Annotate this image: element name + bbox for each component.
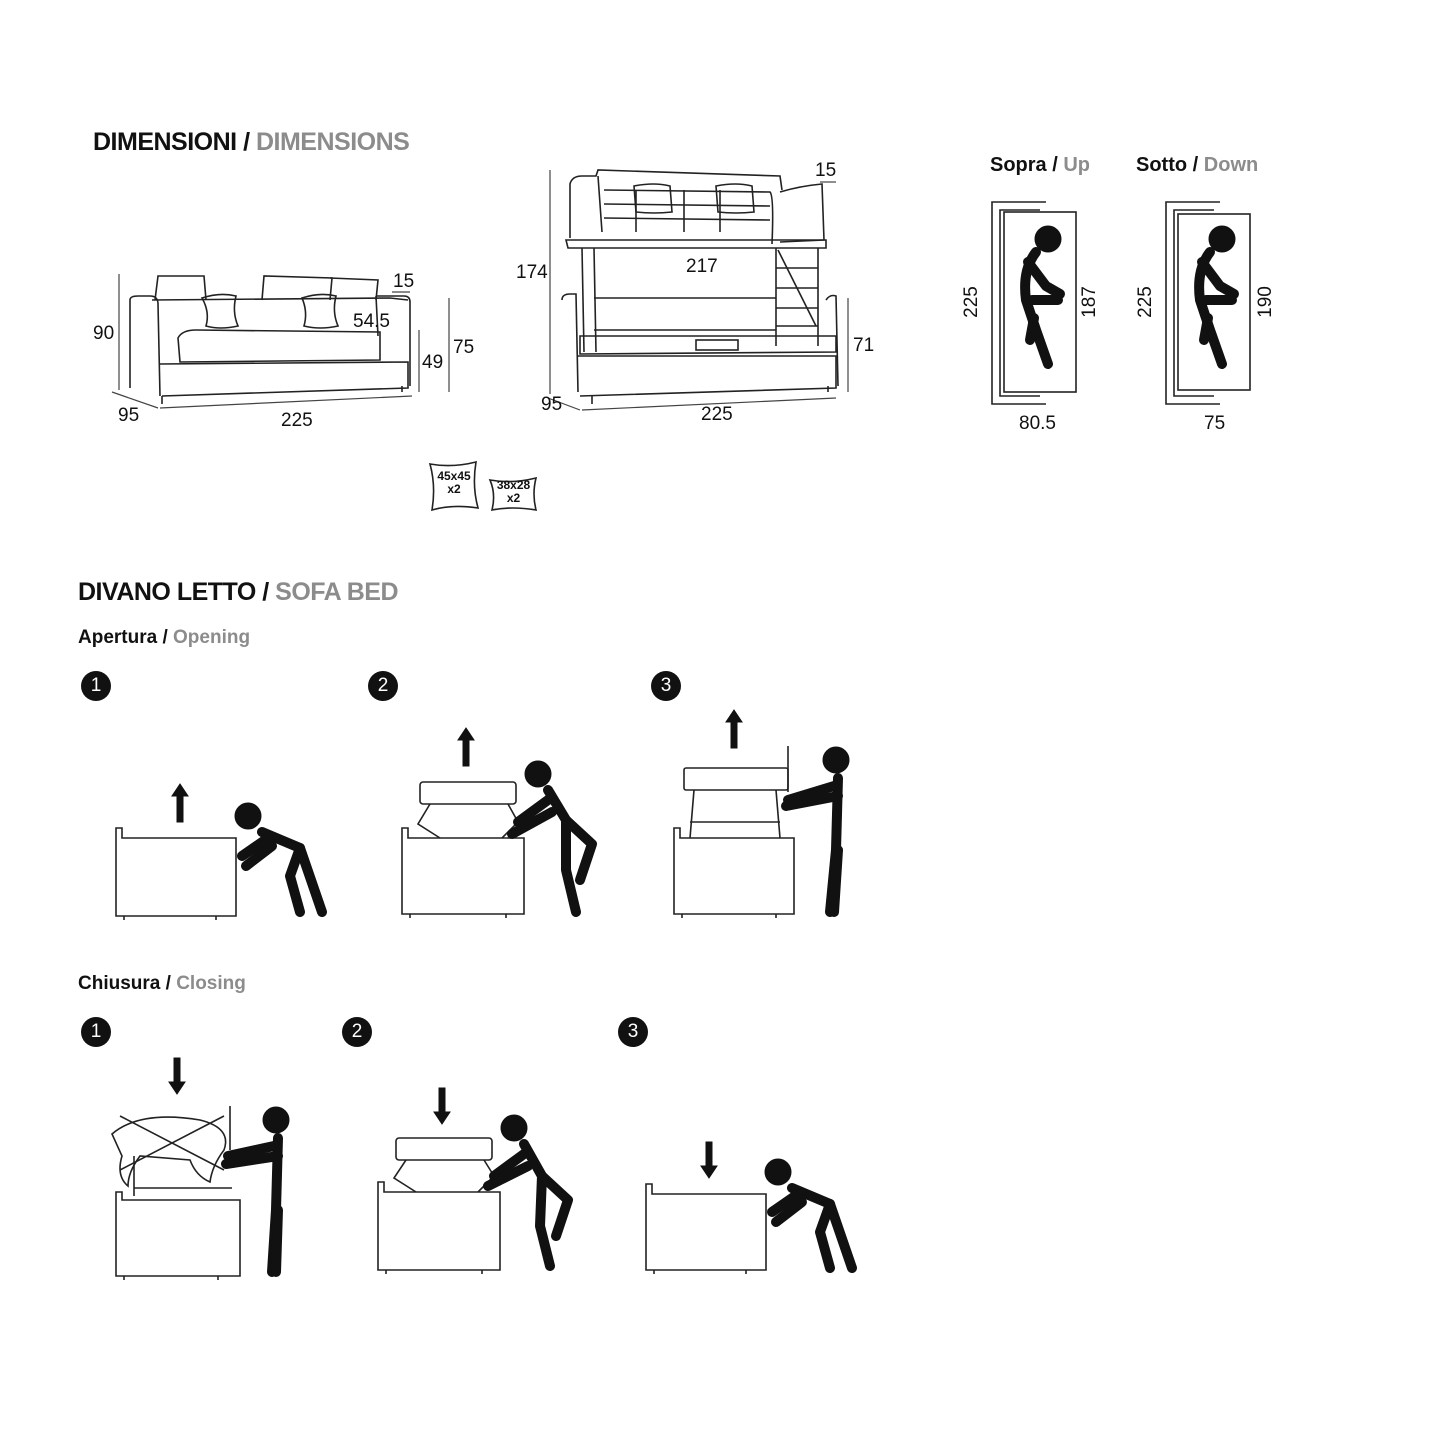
sofa-arm-width-label: 15 — [393, 271, 415, 292]
bunk-height-label: 174 — [516, 262, 548, 283]
bed-down-label-en: Down — [1203, 154, 1259, 176]
opening-step-1-badge: 1 — [81, 671, 111, 701]
person-pushing-icon — [764, 1158, 857, 1273]
sofa-seat-depth-label: 54.5 — [353, 311, 390, 332]
sofa-height-label: 90 — [93, 323, 115, 344]
bunk-inner-width-label: 217 — [686, 256, 718, 277]
sleeper-down-icon — [1194, 225, 1239, 369]
person-pushing-icon — [234, 802, 327, 917]
opening-step-1-illustration — [115, 783, 327, 920]
bunk-depth-label: 95 — [541, 394, 563, 415]
sofa-depth-label: 95 — [118, 405, 140, 426]
dimensions-title: DIMENSIONI / DIMENSIONS — [93, 128, 410, 157]
sofa-width-label: 225 — [281, 410, 313, 431]
closing-label-en: Closing — [176, 973, 246, 994]
bed-up-label-it: Sopra / — [990, 154, 1058, 176]
sleeper-up-icon — [1020, 225, 1065, 369]
sofabed-title-it: DIVANO LETTO / — [78, 578, 269, 606]
closing-label-it: Chiusura / — [78, 973, 171, 994]
bed-up-label: Sopra / Up — [990, 154, 1090, 177]
opening-step-2-badge: 2 — [368, 671, 398, 701]
person-lifting-icon — [483, 1114, 573, 1271]
arrow-up-icon — [725, 709, 743, 749]
cushion-large-size: 45x45 — [437, 469, 471, 483]
bed-up-label-en: Up — [1063, 154, 1091, 176]
sofabed-title-en: SOFA BED — [275, 578, 399, 606]
closing-step-2-illustration — [377, 1087, 573, 1274]
sofa-seat-height-label: 49 — [422, 352, 444, 373]
bunk-lower-height-label: 71 — [853, 335, 875, 356]
bunk-width-label: 225 — [701, 404, 733, 425]
arrow-down-icon — [700, 1141, 718, 1179]
sofabed-title: DIVANO LETTO / SOFA BED — [78, 578, 399, 607]
arrow-down-icon — [168, 1057, 186, 1095]
bunk-rail-label: 15 — [815, 160, 837, 181]
cushion-small-size: 38x28 — [496, 478, 531, 492]
person-standing-icon — [221, 1106, 290, 1277]
opening-label-en: Opening — [173, 627, 251, 648]
closing-label: Chiusura / Closing — [78, 973, 246, 995]
bed-up-width-label: 80.5 — [1019, 413, 1056, 434]
arrow-down-icon — [433, 1087, 451, 1125]
opening-step-3-illustration — [673, 709, 850, 918]
cushion-tag-small: 38x28 x2 — [491, 479, 536, 505]
closing-step-1-badge: 1 — [81, 1017, 111, 1047]
closing-step-1-illustration — [111, 1057, 290, 1280]
opening-step-2-illustration — [401, 727, 597, 918]
opening-step-3-badge: 3 — [651, 671, 681, 701]
bed-down-label-it: Sotto / — [1136, 154, 1199, 176]
bed-down-width-label: 75 — [1204, 413, 1226, 434]
person-standing-icon — [781, 746, 850, 917]
cushion-tag-large: 45x45 x2 — [432, 470, 476, 496]
closing-step-2-badge: 2 — [342, 1017, 372, 1047]
arrow-up-icon — [457, 727, 475, 767]
opening-label-it: Apertura / — [78, 627, 168, 648]
closing-step-3-illustration — [645, 1141, 857, 1274]
arrow-up-icon — [171, 783, 189, 823]
cushion-large-qty: x2 — [447, 482, 461, 496]
cushion-small-qty: x2 — [506, 491, 521, 505]
bed-down-label: Sotto / Down — [1136, 154, 1258, 177]
dimensions-title-en: DIMENSIONS — [255, 128, 410, 156]
closing-step-3-badge: 3 — [618, 1017, 648, 1047]
sofa-arm-height-label: 75 — [453, 337, 475, 358]
dimensions-title-it: DIMENSIONI / — [93, 128, 250, 156]
person-lifting-icon — [507, 760, 597, 917]
opening-label: Apertura / Opening — [78, 627, 250, 649]
